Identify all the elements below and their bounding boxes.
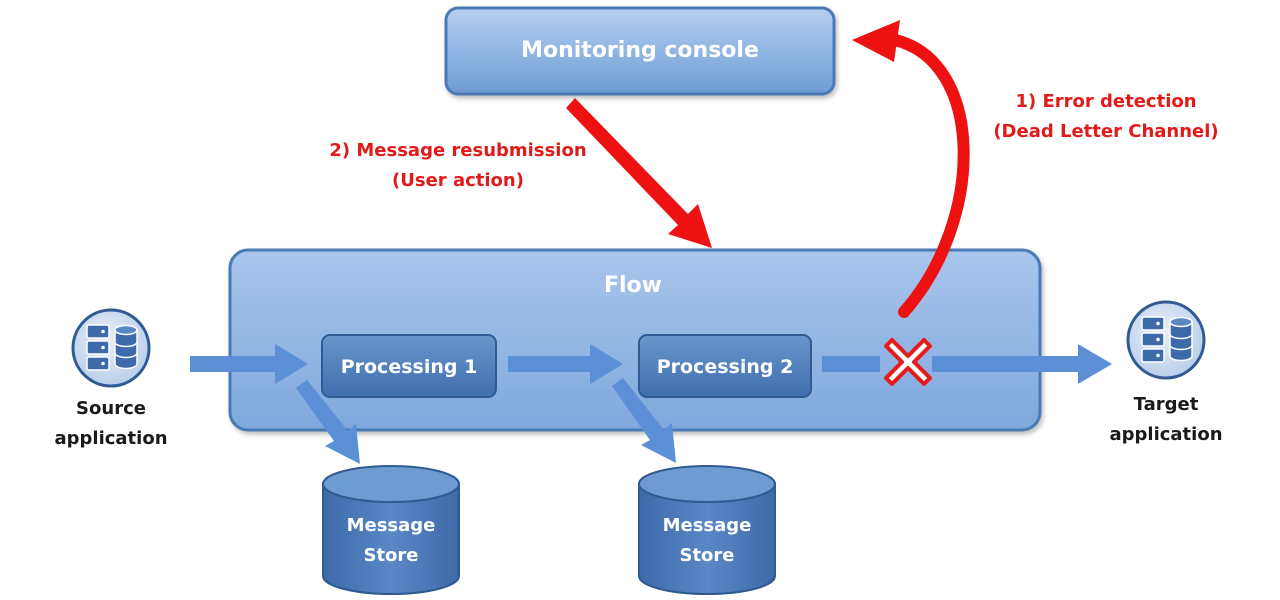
- source-application-icon: [71, 308, 151, 388]
- message-store-2: Message Store: [638, 465, 776, 595]
- source-label-line2: application: [54, 428, 167, 449]
- source-label-line1: Source: [76, 398, 146, 419]
- error-detection-line1: 1) Error detection: [1015, 91, 1196, 112]
- message-store-1: Message Store: [322, 465, 460, 595]
- monitoring-console-label: Monitoring console: [521, 38, 759, 63]
- store-2-label-line2: Store: [679, 545, 734, 566]
- processing-2-label: Processing 2: [657, 356, 794, 378]
- arrow-processing-1-to-store-1: [296, 380, 360, 464]
- resubmission-line1: 2) Message resubmission: [329, 140, 586, 161]
- resubmission-annotation: 2) Message resubmission (User action): [329, 140, 586, 191]
- error-x-icon: [884, 338, 932, 386]
- target-application-icon: [1126, 300, 1206, 380]
- error-detection-line2: (Dead Letter Channel): [993, 121, 1218, 142]
- processing-1-node: Processing 1: [321, 334, 497, 398]
- arrow-error-to-target: [932, 344, 1112, 384]
- arrow-processing-2-to-error: [822, 356, 880, 372]
- processing-2-node: Processing 2: [638, 334, 812, 398]
- server-rack-icon: [1141, 316, 1165, 363]
- monitoring-console-node: Monitoring console: [444, 6, 836, 96]
- database-icon: [114, 324, 138, 370]
- target-label-line2: application: [1109, 424, 1222, 445]
- processing-1-label: Processing 1: [341, 356, 478, 378]
- arrow-monitoring-to-flow: [566, 98, 712, 248]
- flow-arrows: [190, 344, 1112, 464]
- server-rack-icon: [86, 324, 110, 371]
- store-1-label-line2: Store: [363, 545, 418, 566]
- arrow-processing-1-to-processing-2: [508, 344, 623, 384]
- store-1-label-line1: Message: [347, 515, 436, 536]
- error-detection-annotation: 1) Error detection (Dead Letter Channel): [993, 91, 1218, 142]
- arrow-source-to-processing-1: [190, 344, 308, 384]
- database-icon: [1169, 316, 1193, 362]
- store-2-label-line1: Message: [663, 515, 752, 536]
- flow-title: Flow: [604, 273, 662, 298]
- arrow-processing-2-to-store-2: [612, 378, 676, 463]
- resubmission-line2: (User action): [392, 170, 524, 191]
- target-label-line1: Target: [1134, 394, 1199, 415]
- arrow-error-to-monitoring: [852, 20, 970, 318]
